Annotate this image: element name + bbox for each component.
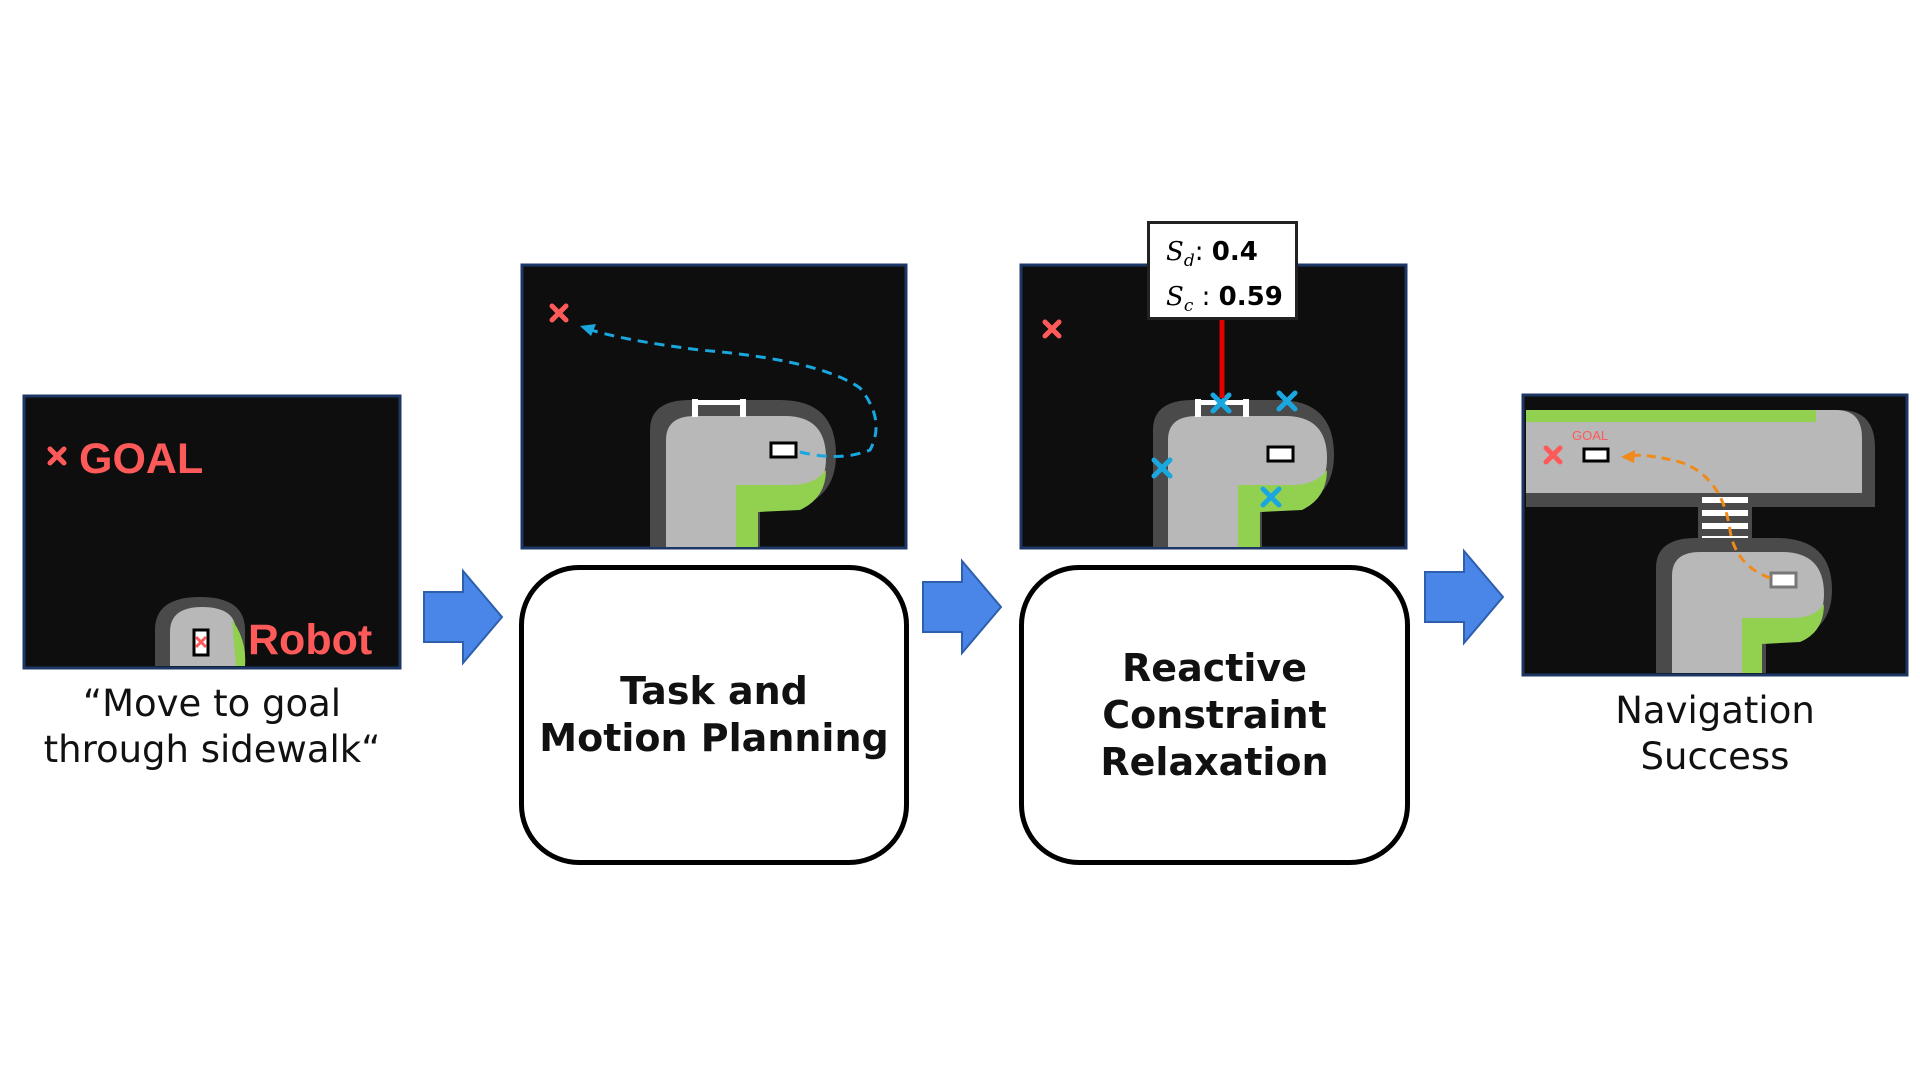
stage-2-line-2: Constraint — [1102, 692, 1327, 737]
crosswalk-icon — [690, 399, 746, 417]
goal-x-icon — [1543, 445, 1563, 465]
success-caption-line-2: Success — [1640, 735, 1790, 778]
goal-label: GOAL — [79, 435, 204, 483]
crosswalk-icon — [1698, 493, 1752, 543]
stage-task-motion-planning: Task and Motion Planning — [519, 565, 909, 865]
score-d-value: 0.4 — [1211, 237, 1258, 267]
score-d-symbol: Sd — [1166, 237, 1195, 272]
robot-icon — [1582, 447, 1610, 463]
score-d-row: Sd: 0.4 — [1166, 237, 1258, 272]
score-c-symbol: Sc — [1166, 282, 1194, 317]
stage-reactive-constraint-relaxation: Reactive Constraint Relaxation — [1019, 565, 1410, 865]
stage-task-motion-planning-label: Task and Motion Planning — [539, 668, 888, 762]
robot-icon — [769, 441, 798, 459]
panel-instruction — [22, 394, 402, 670]
success-caption: Navigation Success — [1523, 688, 1907, 780]
flow-arrow-icon — [922, 558, 1003, 656]
instruction-caption-line-1: “Move to goal — [82, 682, 342, 725]
stage-1-line-2: Motion Planning — [539, 716, 889, 760]
success-goal-label: GOAL — [1572, 428, 1609, 443]
goal-x-icon — [1042, 319, 1062, 339]
goal-x-icon — [549, 303, 569, 323]
goal-x-icon — [47, 446, 67, 466]
robot-icon — [1266, 445, 1295, 463]
stage-2-line-1: Reactive — [1122, 645, 1307, 690]
robot-start-x-icon — [194, 635, 208, 649]
stage-2-line-3: Relaxation — [1100, 739, 1329, 784]
flow-arrow-icon — [423, 568, 504, 666]
score-c-row: Sc : 0.59 — [1166, 282, 1283, 317]
flow-arrow-icon — [1424, 548, 1505, 646]
score-c-value: 0.59 — [1218, 282, 1283, 313]
stage-1-line-1: Task and — [620, 669, 808, 713]
success-caption-line-1: Navigation — [1615, 689, 1815, 732]
instruction-caption: “Move to goal through sidewalk“ — [24, 681, 400, 773]
stage-reactive-constraint-relaxation-label: Reactive Constraint Relaxation — [1100, 645, 1328, 786]
robot-icon — [1769, 571, 1798, 589]
constraint-x-icon — [1276, 390, 1298, 412]
panel-tamp — [520, 263, 908, 550]
score-box: Sd: 0.4 Sc : 0.59 — [1147, 221, 1298, 320]
constraint-x-icon — [1260, 486, 1282, 508]
constraint-x-icon — [1151, 457, 1173, 479]
panel-success — [1521, 393, 1909, 677]
robot-label: Robot — [248, 616, 373, 664]
instruction-caption-line-2: through sidewalk“ — [43, 728, 381, 771]
constraint-x-icon — [1210, 392, 1232, 414]
